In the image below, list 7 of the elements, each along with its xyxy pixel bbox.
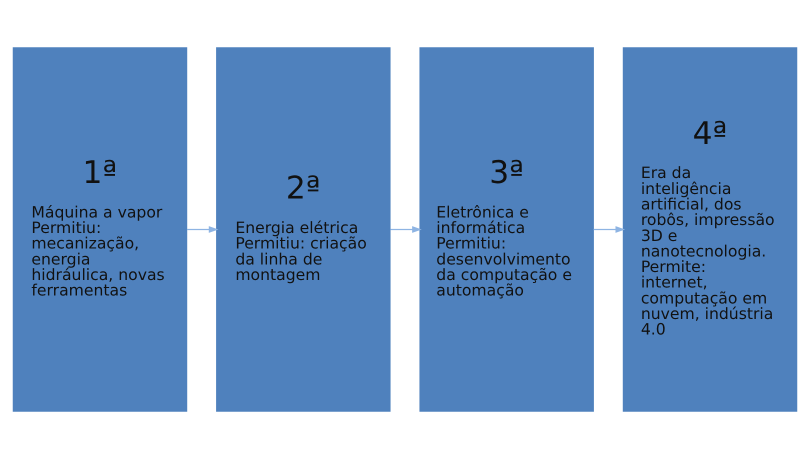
node-box: 1ª Máquina a vapor Permitiu: mecanização, energia hidráulica, novas ferramentas bbox=[12, 47, 188, 412]
arrow bbox=[390, 226, 422, 233]
arrow bbox=[187, 226, 218, 233]
node-box: 4ª Era da inteligência artificial, dos robôs, impressão 3D e nanotecnologia. Permite: internet, computação em nuvem, indústria 4.0 bbox=[622, 47, 798, 412]
node-box: 3ª Eletrônica e informática Permitiu: desenvolvimento da computação e automação bbox=[419, 47, 594, 412]
arrow bbox=[594, 226, 626, 233]
node-box: 2ª Energia elétrica Permitiu: criação da linha de montagem bbox=[216, 47, 391, 412]
